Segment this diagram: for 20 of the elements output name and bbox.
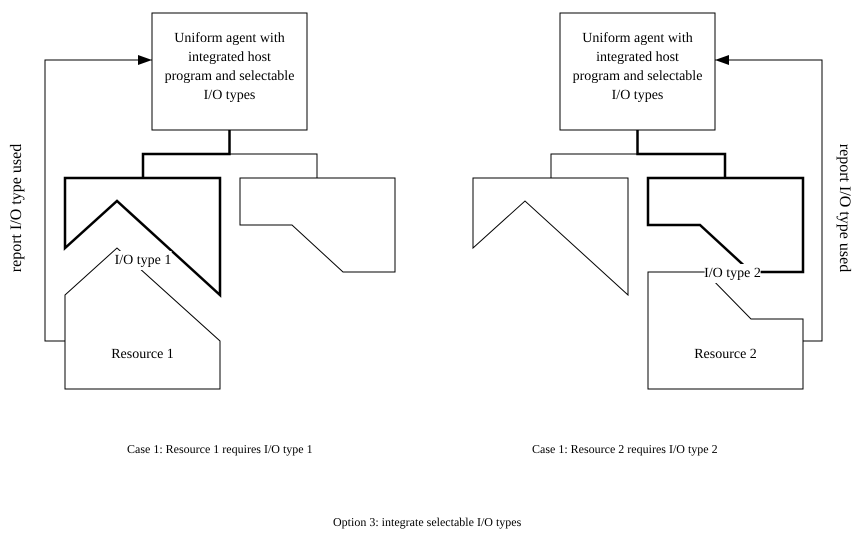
agent-label: Uniform agent with integrated host program and selectable I/O types xyxy=(572,30,703,105)
edge-label: report I/O type used xyxy=(835,144,854,272)
connector-line xyxy=(636,130,726,178)
agent-box xyxy=(152,13,307,130)
case-caption: Case 1: Resource 1 requires I/O type 1 xyxy=(127,442,313,457)
arrow xyxy=(44,55,152,342)
connector-line xyxy=(229,130,318,178)
connector-line xyxy=(142,130,231,178)
arrow xyxy=(714,55,822,342)
agent-box xyxy=(560,13,715,130)
resource-shape xyxy=(65,248,220,389)
shape-label: I/O type 2 xyxy=(704,264,761,283)
io-type-shape xyxy=(65,178,220,295)
figure-caption: Option 3: integrate selectable I/O types xyxy=(333,515,522,530)
edge-label: report I/O type used xyxy=(8,144,26,272)
io-type-shape xyxy=(240,178,395,272)
case-caption: Case 1: Resource 2 requires I/O type 2 xyxy=(532,442,718,457)
shape-label: I/O type 1 xyxy=(114,251,172,270)
agent-label: Uniform agent with integrated host program and selectable I/O types xyxy=(164,30,295,105)
io-type-shape xyxy=(473,178,628,295)
